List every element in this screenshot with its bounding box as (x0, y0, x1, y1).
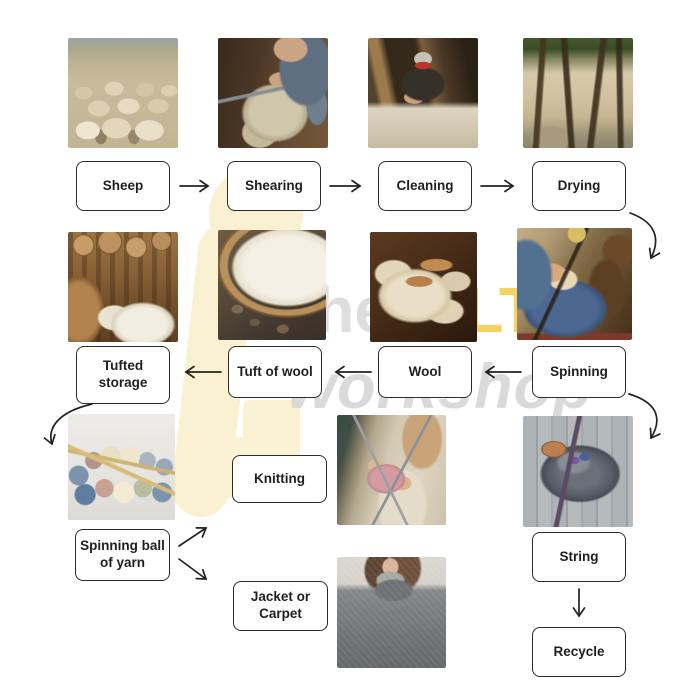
knitting-photo (337, 415, 446, 525)
spinning-photo (517, 228, 632, 340)
wool-photo (370, 232, 477, 342)
tuft-of-wool-photo (218, 230, 326, 340)
jacket-photo (337, 557, 446, 668)
node-tuft-of-wool: Tuft of wool (228, 346, 322, 398)
node-jacket-carpet: Jacket or Carpet (233, 581, 328, 631)
node-wool: Wool (378, 346, 472, 398)
node-string: String (532, 532, 626, 582)
drying-photo (523, 38, 633, 148)
node-tufted-storage: Tufted storage (76, 346, 170, 404)
node-spinning: Spinning (532, 346, 626, 398)
sheep-photo (68, 38, 178, 148)
node-knitting: Knitting (232, 455, 327, 503)
node-drying: Drying (532, 161, 626, 211)
yarn-balls-photo (68, 414, 175, 520)
shearing-photo (218, 38, 328, 148)
node-recycle: Recycle (532, 627, 626, 677)
cleaning-photo (368, 38, 478, 148)
node-cleaning: Cleaning (378, 161, 472, 211)
node-sheep: Sheep (76, 161, 170, 211)
node-spinning-ball: Spinning ball of yarn (75, 529, 170, 581)
node-shearing: Shearing (227, 161, 321, 211)
tufted-storage-photo (68, 232, 178, 342)
string-photo (523, 416, 633, 527)
